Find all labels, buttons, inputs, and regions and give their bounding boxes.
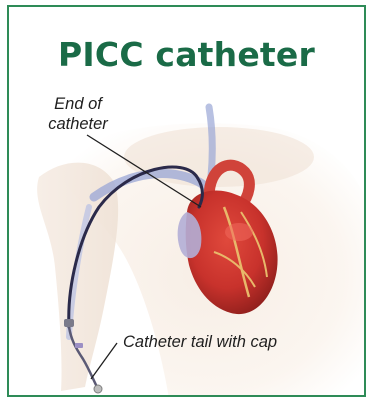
clamp	[75, 343, 83, 348]
catheter-hub	[64, 319, 74, 327]
catheter-tail-label: Catheter tail with cap	[123, 332, 277, 352]
leader-line-tail	[91, 343, 117, 379]
catheter-cap	[94, 385, 102, 393]
end-of-catheter-label-line1: End of	[41, 94, 115, 114]
heart-highlight	[225, 223, 253, 241]
end-of-catheter-label: End of catheter	[41, 94, 115, 134]
figure-frame: PICC catheter	[7, 5, 366, 397]
end-of-catheter-label-line2: catheter	[41, 114, 115, 134]
